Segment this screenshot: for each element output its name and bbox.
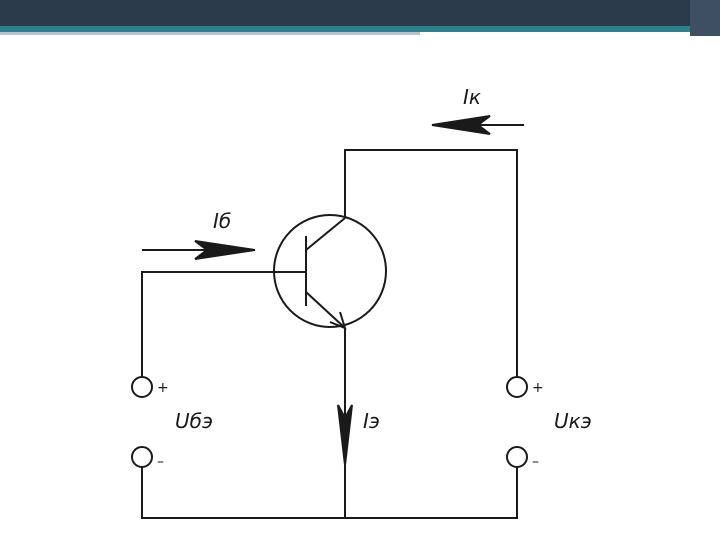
emitter-current-arrowhead — [337, 404, 353, 466]
common-ground-wire — [141, 467, 518, 519]
collector-emitter-voltage-label: Uкэ — [554, 409, 592, 433]
transistor-emitter-lead — [305, 291, 346, 329]
base-emitter-voltage-label: Uбэ — [175, 409, 213, 433]
collector-current-arrowhead — [431, 115, 491, 135]
right-plus-terminal — [506, 376, 528, 398]
left-minus-terminal — [131, 446, 153, 468]
left-plus-terminal — [131, 376, 153, 398]
base-current-arrowhead — [194, 240, 256, 260]
collector-wire — [344, 149, 518, 377]
left-minus-sign: – — [157, 454, 164, 470]
emitter-current-label: Iэ — [363, 409, 380, 433]
transistor-collector-lead — [305, 217, 346, 251]
collector-current-label: Iк — [463, 85, 481, 109]
right-minus-terminal — [506, 446, 528, 468]
slide-header-bar — [0, 0, 720, 36]
base-current-label: Iб — [213, 209, 231, 233]
header-dark-band — [0, 0, 720, 26]
right-minus-sign: – — [532, 454, 539, 470]
header-corner-block — [690, 0, 720, 36]
left-plus-sign: + — [157, 380, 169, 396]
header-stripe-left — [0, 32, 420, 35]
base-wire — [141, 271, 306, 377]
right-plus-sign: + — [532, 380, 544, 396]
header-accent-band — [0, 26, 720, 32]
